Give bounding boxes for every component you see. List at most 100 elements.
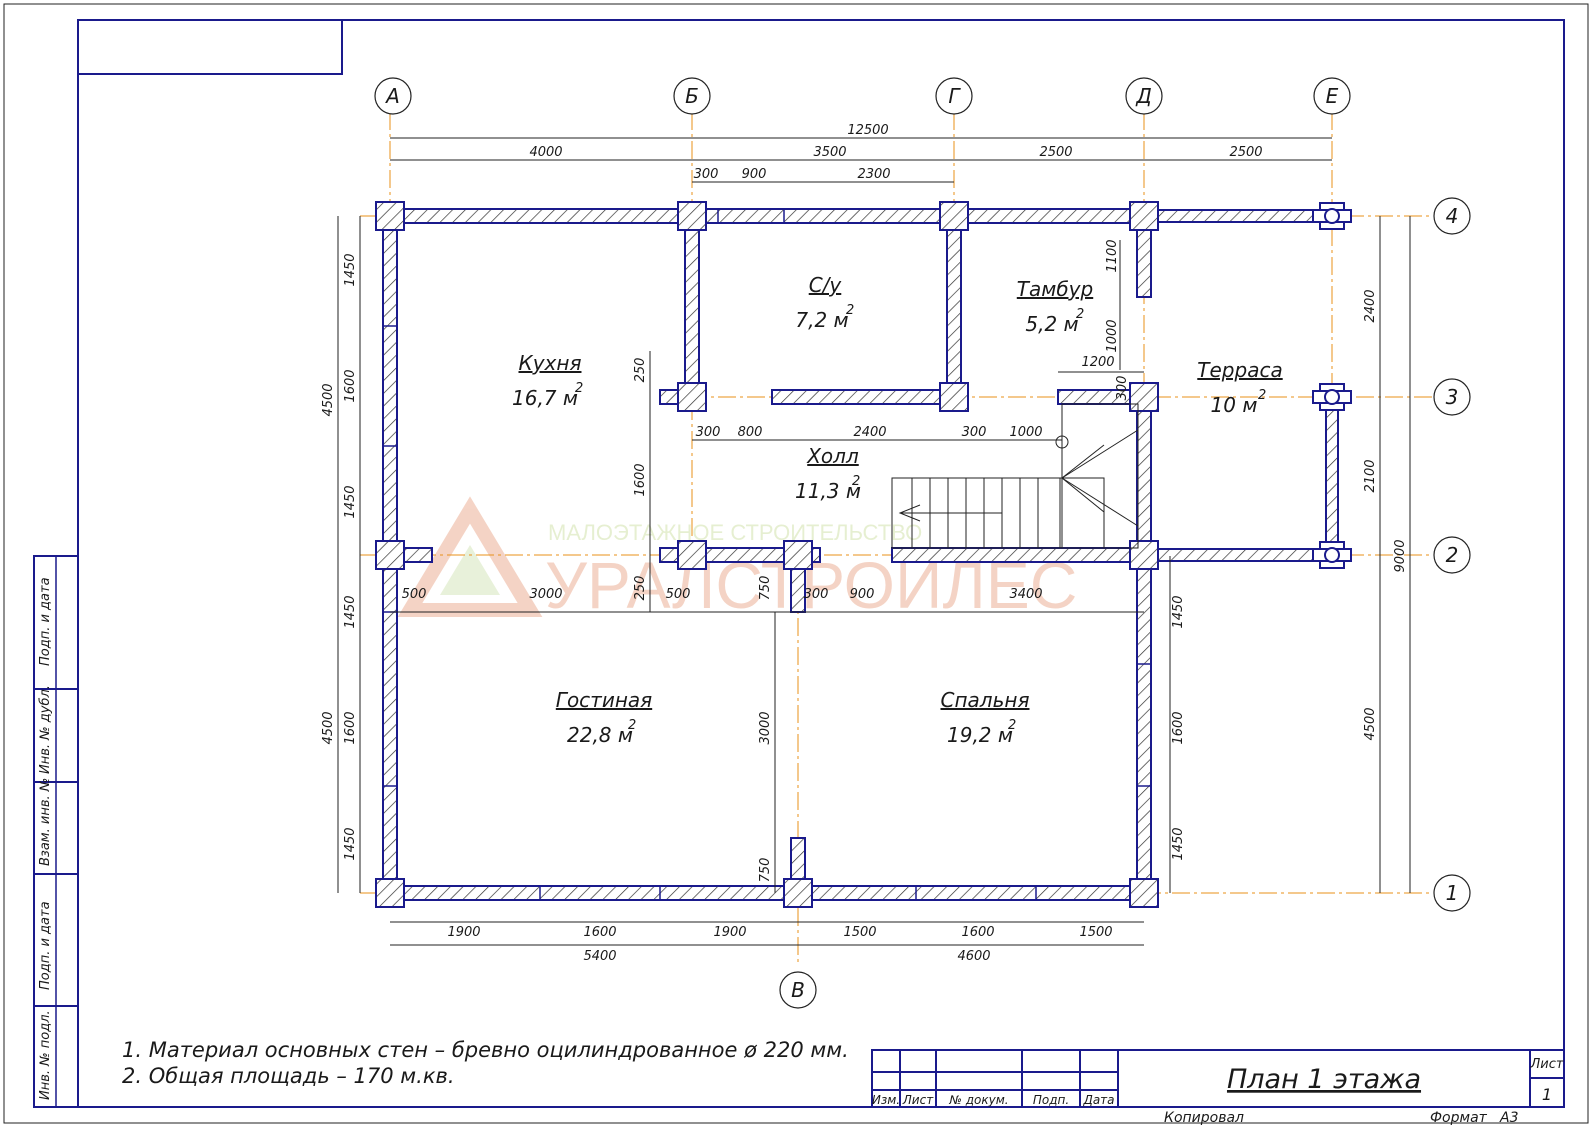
axis-label-2: 2 (1446, 543, 1459, 567)
side-stamp: Подп. и дата Инв. № дубл. Взам. инв. № П… (33, 555, 79, 1108)
axis-label-1: 1 (1446, 881, 1459, 905)
dim-mid-1: 500 (402, 587, 427, 602)
watermark-logo-icon (397, 496, 543, 617)
room-name: Спальня (941, 688, 1030, 712)
dim-right-mid-1: 2400 (1363, 289, 1378, 322)
dim-top-3: 2500 (1039, 145, 1072, 160)
dim-top-sub-3: 2300 (857, 167, 890, 182)
axis-label-d: Д (1135, 84, 1152, 108)
title-block (871, 1049, 1565, 1108)
room-area: 16,7 м (512, 386, 578, 410)
tb-format-value: А3 (1499, 1110, 1518, 1126)
dim-bottom-3: 1900 (713, 925, 746, 940)
dim-mid-4: 300 (804, 587, 829, 602)
axis-label-b: Б (685, 84, 699, 108)
dim-bottom-total-1: 5400 (583, 949, 616, 964)
stamp-label-orig-inv: Инв. № подл. (38, 1010, 53, 1100)
room-terrace: Терраса 10 м 2 (1197, 358, 1282, 417)
area-sup: 2 (575, 381, 583, 396)
stamp-label-sign-date-2: Подп. и дата (38, 901, 53, 990)
dim-misc-8: 1000 (1105, 319, 1120, 352)
axis-label-4: 4 (1446, 204, 1459, 228)
room-living: Гостиная 22,8 м 2 (556, 688, 652, 747)
tb-format-label: Формат (1430, 1110, 1488, 1126)
tb-header-change: Изм. (872, 1093, 900, 1107)
axis-label-g: Г (948, 84, 961, 108)
room-vestibule: Тамбур 5,2 м 2 (1017, 277, 1093, 336)
dim-misc-5: 3000 (758, 711, 773, 744)
area-sup: 2 (846, 303, 854, 318)
dim-left-inner-1: 1450 (343, 253, 358, 286)
room-name: Холл (806, 444, 859, 468)
room-name: Терраса (1197, 358, 1282, 382)
dim-top-1: 4000 (529, 145, 562, 160)
dim-misc-7: 1100 (1105, 239, 1120, 272)
tb-header-date: Дата (1082, 1093, 1114, 1107)
dim-top-sub-1: 300 (694, 167, 719, 182)
axis-label-3: 3 (1446, 385, 1459, 409)
watermark-line1: МАЛОЭТАЖНОЕ СТРОИТЕЛЬСТВО (548, 520, 922, 545)
dim-bottom-2: 1600 (583, 925, 616, 940)
area-sup: 2 (1008, 718, 1016, 733)
dim-right-outer: 9000 (1393, 539, 1408, 572)
dim-right-inner-3: 1450 (1171, 827, 1186, 860)
dim-right-mid-3: 4500 (1363, 707, 1378, 740)
axis-label-e: Е (1326, 84, 1339, 108)
staircase (891, 403, 1139, 549)
room-area: 10 м (1211, 393, 1258, 417)
stamp-label-sign-date-1: Подп. и дата (38, 577, 53, 666)
axis-markers (374, 77, 1471, 1009)
area-sup: 2 (1076, 307, 1084, 322)
room-name: Тамбур (1017, 277, 1093, 301)
dim-misc-9: 1200 (1081, 355, 1114, 370)
dim-top-sub-2: 900 (742, 167, 767, 182)
dim-left-outer-2: 4500 (321, 711, 336, 744)
dim-misc-10: 300 (1115, 376, 1130, 401)
drawing-title: План 1 этажа (1227, 1064, 1421, 1095)
room-area: 22,8 м (567, 723, 633, 747)
dim-hall-4: 300 (962, 425, 987, 440)
room-area: 7,2 м (795, 308, 848, 332)
dim-left-inner-5: 1600 (343, 711, 358, 744)
dim-left-outer-1: 4500 (321, 383, 336, 416)
dim-misc-3: 250 (633, 576, 648, 601)
room-name: С/у (809, 273, 843, 297)
dim-left-inner-4: 1450 (343, 595, 358, 628)
dim-bottom-total-2: 4600 (957, 949, 990, 964)
dim-bottom-4: 1500 (843, 925, 876, 940)
dim-mid-3: 500 (666, 587, 691, 602)
sheet-outer-border (3, 3, 1589, 1124)
tb-header-doc: № докум. (948, 1093, 1008, 1107)
dim-hall-5: 1000 (1009, 425, 1042, 440)
room-wc: С/у 7,2 м 2 (795, 273, 854, 332)
axis-label-a: А (384, 84, 400, 108)
dim-misc-6: 750 (758, 858, 773, 883)
dim-bottom-5: 1600 (961, 925, 994, 940)
room-name: Гостиная (556, 688, 652, 712)
dim-misc-4: 750 (758, 576, 773, 601)
dim-hall-1: 300 (696, 425, 721, 440)
tb-copied: Копировал (1164, 1110, 1244, 1126)
dim-left-inner-3: 1450 (343, 485, 358, 518)
dim-bottom-6: 1500 (1079, 925, 1112, 940)
note-1: 1. Материал основных стен – бревно оцили… (122, 1038, 849, 1062)
room-area: 19,2 м (947, 723, 1013, 747)
dim-mid-2: 3000 (529, 587, 562, 602)
room-bedroom: Спальня 19,2 м 2 (941, 688, 1030, 747)
dim-misc-1: 250 (633, 358, 648, 383)
tb-header-sheet: Лист (902, 1093, 934, 1107)
dim-top-4: 2500 (1229, 145, 1262, 160)
watermark: МАЛОЭТАЖНОЕ СТРОИТЕЛЬСТВО УРАЛСТРОЙЛЕС (397, 496, 1077, 622)
dim-left-inner-6: 1450 (343, 827, 358, 860)
dim-right-inner-2: 1600 (1171, 711, 1186, 744)
room-area: 11,3 м (795, 479, 861, 503)
dim-hall-3: 2400 (853, 425, 886, 440)
dim-mid-6: 3400 (1009, 587, 1042, 602)
dim-mid-5: 900 (850, 587, 875, 602)
terrace-posts (1312, 202, 1352, 569)
dim-misc-2: 1600 (633, 463, 648, 496)
area-sup: 2 (1258, 388, 1266, 403)
tb-sheet-label: Лист (1530, 1057, 1564, 1072)
tb-sheet-number: 1 (1542, 1085, 1552, 1104)
